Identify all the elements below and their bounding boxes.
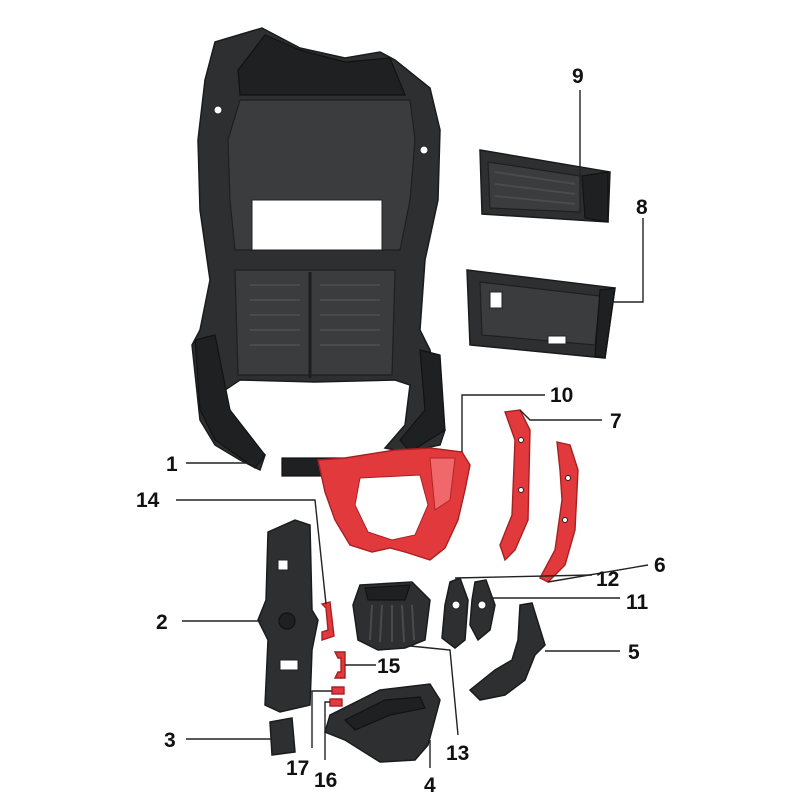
callout-13: 13: [446, 742, 469, 765]
part-4-lower-cover: [324, 683, 441, 763]
part-10-front-red-panel: [317, 447, 471, 561]
callout-6: 6: [654, 554, 666, 577]
part-13-center-cover: [352, 581, 431, 651]
leader-16: [324, 701, 330, 760]
leader-8: [610, 218, 644, 303]
part-5-bracket: [468, 602, 546, 701]
callout-3: 3: [164, 729, 176, 752]
callout-7: 7: [610, 410, 622, 433]
callout-10: 10: [550, 384, 573, 407]
callout-5: 5: [628, 641, 640, 664]
leader-13: [409, 645, 459, 736]
callout-11: 11: [626, 591, 649, 614]
part-6-red-trim: [539, 441, 579, 583]
leader-12: [454, 574, 593, 579]
callout-12: 12: [596, 568, 619, 591]
part-16-red-clip: [329, 698, 343, 707]
leader-6: [547, 564, 649, 583]
part-1-body-frame: [191, 27, 446, 477]
part-8-storage-box: [466, 269, 616, 359]
part-14-red-hook: [320, 601, 335, 641]
leader-7: [519, 409, 602, 421]
callout-16: 16: [314, 769, 337, 792]
callout-17: 17: [286, 757, 309, 780]
callout-4: 4: [424, 774, 436, 797]
leader-14: [176, 499, 327, 605]
part-3-small-cover: [269, 717, 296, 756]
callout-2: 2: [156, 611, 168, 634]
part-12-side-cover: [441, 577, 469, 649]
leader-17: [311, 690, 332, 748]
part-17-red-clip: [331, 686, 345, 695]
leader-10: [461, 394, 545, 452]
part-11-side-cover: [469, 579, 496, 642]
part-9-storage-tray: [479, 149, 611, 223]
callout-9: 9: [572, 65, 584, 88]
callout-1: 1: [166, 453, 178, 476]
callout-15: 15: [377, 655, 401, 678]
leader-lines: [176, 90, 649, 768]
part-2-inner-panel: [257, 519, 319, 713]
part-15-red-handle: [333, 651, 346, 679]
callout-8: 8: [636, 196, 648, 219]
part-7-red-trim: [499, 409, 531, 562]
callout-14: 14: [136, 489, 160, 512]
callout-labels: 1 2 3 4 5 6 7 8 9 10 11 12 13 14 15 16 1…: [136, 65, 666, 797]
